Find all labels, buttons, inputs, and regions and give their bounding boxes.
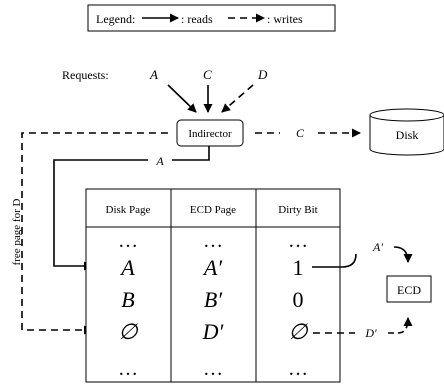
legend: Legend: : reads : writes <box>87 4 336 32</box>
indirector-label: Indirector <box>188 128 232 140</box>
cell-r4-c1: … <box>203 358 223 380</box>
disk-label: Disk <box>396 128 419 142</box>
free-page-path <box>21 132 168 335</box>
cell-r4-c0: … <box>118 358 138 380</box>
cell-r2-c1: B′ <box>204 287 223 312</box>
cache-table: Disk Page ECD Page Dirty Bit … … … A A′ … <box>85 188 341 383</box>
cell-r1-c2: 1 <box>293 255 304 280</box>
request-a-arrow <box>167 84 197 113</box>
cell-r0-c1: … <box>203 230 223 252</box>
ecd-in-arrow <box>393 246 413 263</box>
cell-r3-c2: ∅ <box>288 319 308 344</box>
indirector-box <box>176 119 244 147</box>
ecd-out-label: D′ <box>364 326 377 340</box>
legend-reads-label: : reads <box>181 12 213 26</box>
ecd-in-label: A′ <box>372 240 383 254</box>
cell-r0-c0: … <box>118 230 138 252</box>
to-table-label: A <box>155 154 164 168</box>
legend-title: Legend: <box>96 12 135 26</box>
cell-r0-c2: … <box>288 230 308 252</box>
to-table-path-b <box>53 159 148 271</box>
requests-label: Requests: <box>62 68 109 82</box>
ecd-in-path-a <box>312 253 357 268</box>
cell-r3-c1: D′ <box>202 319 225 344</box>
to-disk-label: C <box>296 126 305 140</box>
cell-r4-c2: … <box>288 358 308 380</box>
free-page-label: free page for D <box>11 199 23 266</box>
request-c: C <box>203 67 212 82</box>
cell-r1-c1: A′ <box>202 255 223 280</box>
legend-writes-label: : writes <box>267 12 303 26</box>
cell-r2-c0: B <box>121 287 134 312</box>
disk-cylinder: Disk <box>369 108 444 156</box>
request-d-arrow <box>221 84 254 113</box>
legend-box <box>87 4 336 32</box>
cell-r3-c0: ∅ <box>118 319 138 344</box>
table-border <box>85 188 341 383</box>
header-dirty-bit: Dirty Bit <box>278 204 317 216</box>
request-a: A <box>149 67 158 82</box>
to-table-path-a <box>172 146 210 161</box>
ecd-label: ECD <box>397 283 421 297</box>
header-disk-page: Disk Page <box>106 204 151 216</box>
cell-r2-c2: 0 <box>293 287 304 312</box>
ecd-out-arrow <box>388 317 413 334</box>
ecd-box <box>386 275 432 303</box>
request-d: D <box>257 67 268 82</box>
cell-r1-c0: A <box>119 255 135 280</box>
header-ecd-page: ECD Page <box>190 204 236 216</box>
